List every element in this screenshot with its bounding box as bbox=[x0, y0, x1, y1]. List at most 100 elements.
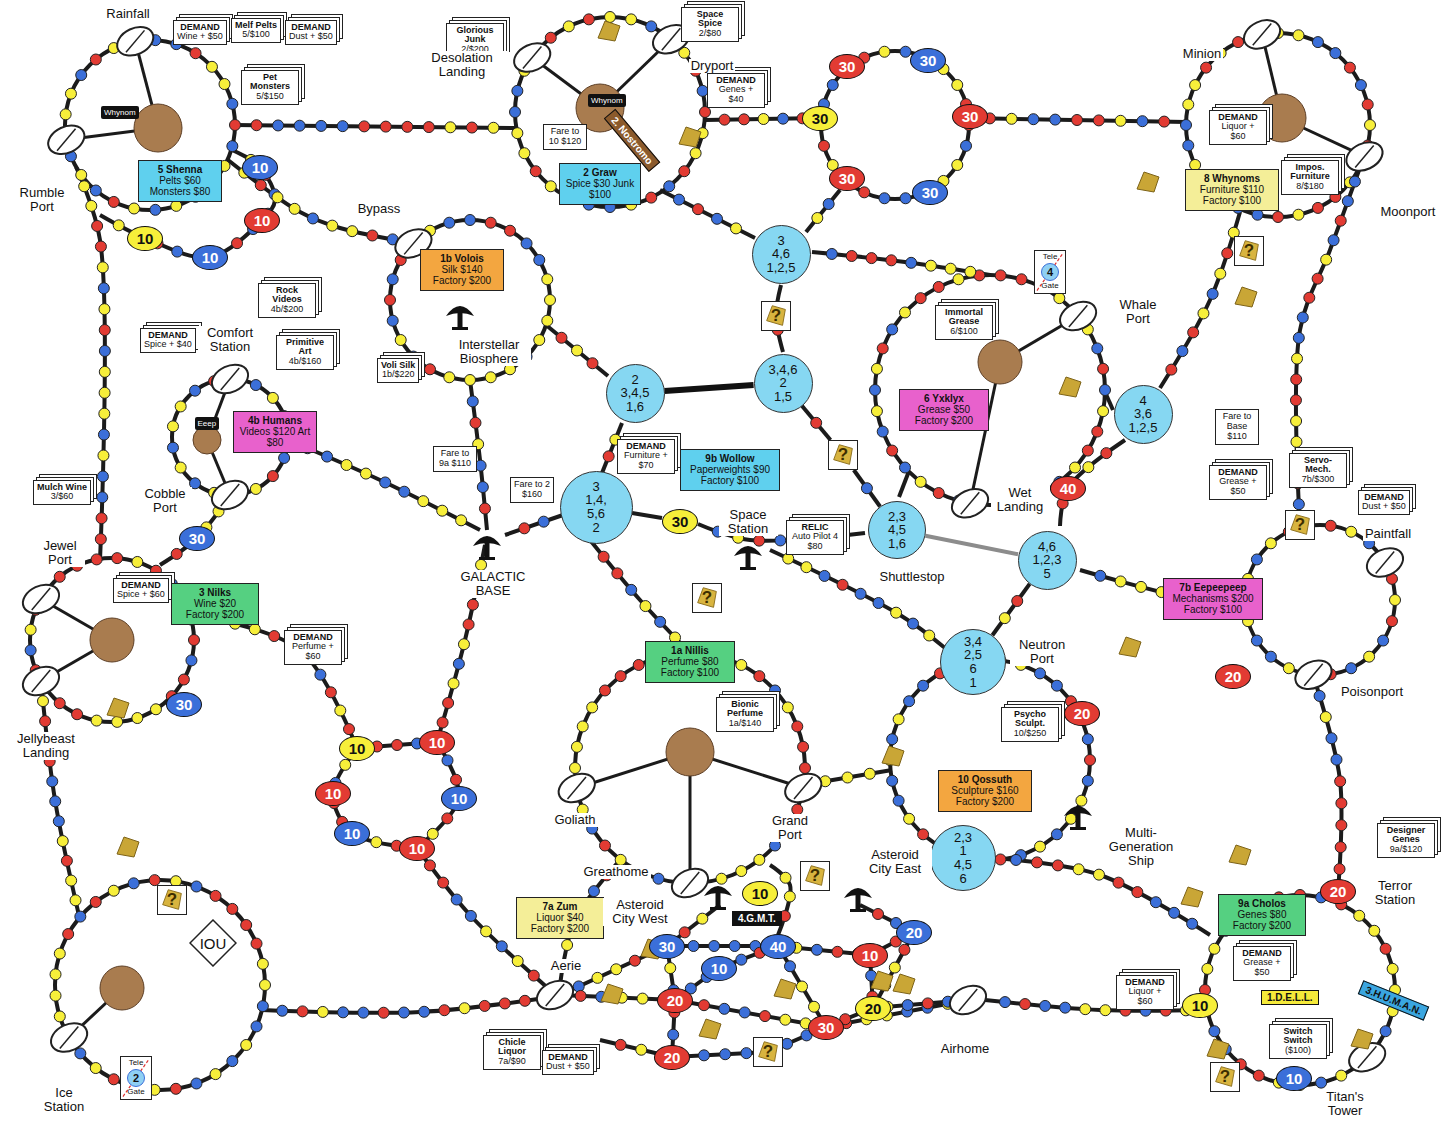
space-dot bbox=[633, 659, 644, 670]
commodity-card: DEMANDGenes + $40 bbox=[707, 73, 765, 108]
space-dot bbox=[1083, 462, 1094, 473]
space-dot bbox=[277, 1005, 288, 1016]
port-slash bbox=[52, 129, 81, 151]
crystal-symbol bbox=[1235, 287, 1257, 307]
node-text: 2,5 bbox=[964, 648, 982, 662]
space-dot bbox=[1181, 120, 1192, 131]
node-heading: ? bbox=[1244, 241, 1254, 261]
space-dot bbox=[729, 941, 740, 952]
space-dot bbox=[688, 941, 699, 952]
space-dot bbox=[1342, 196, 1353, 207]
space-dot bbox=[611, 964, 622, 975]
space-oval: 10 bbox=[127, 226, 163, 251]
space-oval: 30 bbox=[912, 180, 948, 205]
node-heading: 10 Qossuth bbox=[943, 774, 1027, 785]
space-dot bbox=[456, 515, 467, 526]
crystal-symbol bbox=[871, 971, 893, 991]
place-name: Ice Station bbox=[40, 1086, 89, 1115]
space-dot bbox=[512, 128, 523, 139]
space-dot bbox=[387, 315, 398, 326]
node-text: 7b/$300 bbox=[1293, 475, 1343, 485]
encounter-card: ? bbox=[1285, 510, 1315, 540]
space-dot bbox=[1187, 918, 1198, 929]
space-dot bbox=[626, 584, 637, 595]
encounter-card: ? bbox=[800, 861, 830, 891]
space-dot bbox=[562, 940, 573, 951]
space-dot bbox=[1207, 288, 1218, 299]
port-slash bbox=[1248, 23, 1277, 45]
port-slash bbox=[1371, 552, 1400, 574]
space-dot bbox=[933, 281, 944, 292]
space-dot bbox=[191, 881, 202, 892]
node-heading: 30 bbox=[176, 696, 193, 713]
port-oval bbox=[44, 120, 89, 160]
space-dot bbox=[1040, 1000, 1051, 1011]
space-dot bbox=[467, 396, 478, 407]
space-dot bbox=[371, 837, 382, 848]
race-box: 1a NillisPerfume $80 Factory $100 bbox=[645, 641, 735, 683]
space-dot bbox=[1080, 1004, 1091, 1015]
space-dot bbox=[826, 248, 837, 259]
node-heading: 20 bbox=[667, 992, 684, 1009]
space-dot bbox=[175, 401, 186, 412]
port-ellipse bbox=[945, 980, 990, 1020]
space-dot bbox=[438, 877, 449, 888]
crystal-symbol bbox=[1207, 1039, 1229, 1059]
node-heading: 1.D.E.L.L. bbox=[1267, 992, 1313, 1003]
space-dot bbox=[1336, 1070, 1347, 1081]
space-dot bbox=[465, 375, 476, 386]
node-heading: 4 bbox=[1139, 394, 1146, 408]
place-name: Aerie bbox=[549, 959, 583, 973]
space-dot bbox=[206, 61, 217, 72]
place-name: Paintfall bbox=[1363, 527, 1413, 541]
route-connector bbox=[925, 536, 1018, 555]
space-dot bbox=[442, 755, 453, 766]
port-slash bbox=[55, 1027, 84, 1049]
space-oval: 10 bbox=[244, 208, 280, 233]
space-dot bbox=[1293, 30, 1304, 41]
crystal-symbol bbox=[774, 979, 796, 999]
node-heading: Whynom bbox=[591, 96, 623, 105]
nav-circle: 43,61,2,5 bbox=[1114, 385, 1173, 444]
space-dot bbox=[879, 193, 890, 204]
space-dot bbox=[402, 121, 413, 132]
space-dot bbox=[1312, 37, 1323, 48]
space-dot bbox=[467, 599, 478, 610]
space-dot bbox=[360, 468, 371, 479]
node-heading: DEMAND bbox=[1237, 949, 1287, 959]
node-text: Liquor + $60 bbox=[1120, 987, 1170, 1006]
space-dot bbox=[1320, 712, 1331, 723]
node-text: 4,5 bbox=[954, 858, 972, 872]
space-dot bbox=[545, 181, 556, 192]
space-dot bbox=[712, 213, 723, 224]
space-oval: 10 bbox=[1276, 1066, 1312, 1091]
space-dot bbox=[1253, 1070, 1264, 1081]
space-oval: 20 bbox=[1215, 664, 1251, 689]
space-dot bbox=[227, 1056, 238, 1067]
space-dot bbox=[458, 639, 469, 650]
space-dot bbox=[871, 363, 882, 374]
space-dot bbox=[739, 1007, 750, 1018]
space-dot bbox=[241, 1039, 252, 1050]
node-heading: 4b Humans bbox=[238, 415, 312, 426]
space-dot bbox=[92, 220, 103, 231]
commodity-card: Space Spice2/$80 bbox=[681, 7, 739, 42]
space-dot bbox=[167, 442, 178, 453]
node-text: Wine $20 Factory $200 bbox=[176, 598, 254, 620]
space-oval: 10 bbox=[315, 781, 351, 806]
space-dot bbox=[719, 114, 730, 125]
space-dot bbox=[95, 241, 106, 252]
space-dot bbox=[210, 1069, 221, 1080]
space-dot bbox=[679, 927, 690, 938]
node-text: 9a/$120 bbox=[1381, 845, 1431, 855]
space-dot bbox=[1082, 775, 1093, 786]
node-heading: 30 bbox=[659, 938, 676, 955]
node-heading: Glorious Junk bbox=[450, 26, 500, 45]
space-oval: 10 bbox=[701, 956, 737, 981]
space-dot bbox=[378, 1007, 389, 1018]
space-dot bbox=[904, 813, 915, 824]
space-dot bbox=[1115, 576, 1126, 587]
space-dot bbox=[294, 120, 305, 131]
space-dot bbox=[367, 230, 378, 241]
space-dot bbox=[599, 840, 610, 851]
